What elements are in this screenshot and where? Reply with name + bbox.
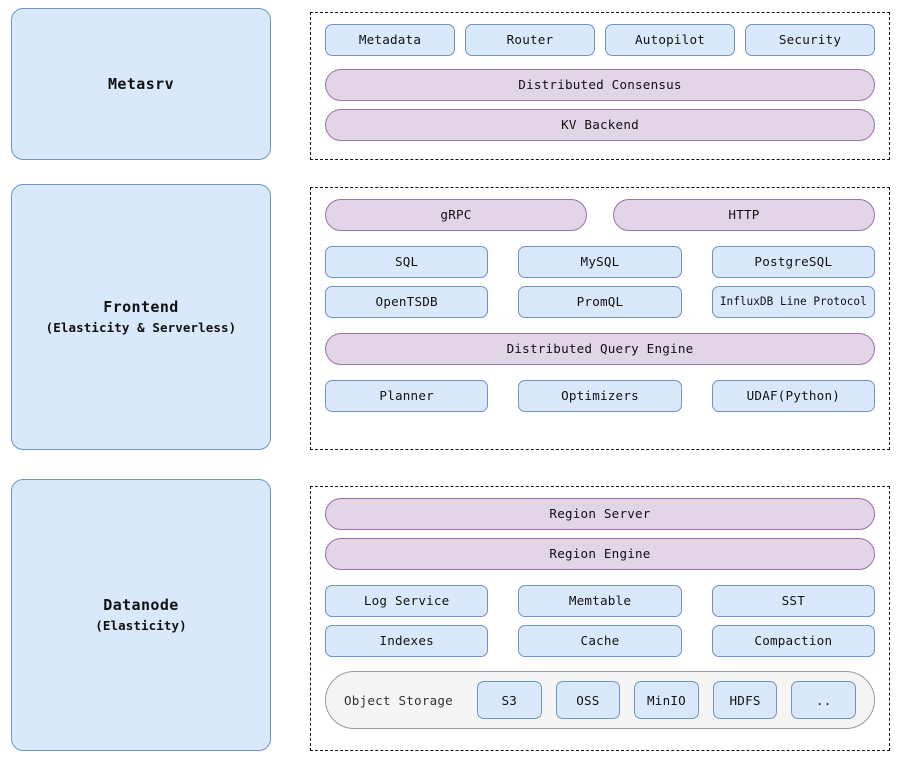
node-minio[interactable]: MinIO	[634, 681, 699, 719]
role-title-metasrv: Metasrv	[107, 74, 174, 93]
node-cache[interactable]: Cache	[518, 625, 682, 657]
node-metadata[interactable]: Metadata	[325, 24, 455, 56]
datanode-region-engine-row: Region Engine	[325, 538, 875, 570]
node-influxdb-line-protocol[interactable]: InfluxDB Line Protocol	[711, 286, 875, 318]
group-frontend: gRPC HTTP SQL MySQL PostgreSQL OpenTSDB …	[310, 187, 890, 450]
node-sql[interactable]: SQL	[325, 246, 489, 278]
object-storage-label: Object Storage	[344, 692, 453, 708]
role-box-datanode: Datanode (Elasticity)	[11, 479, 271, 751]
node-region-engine[interactable]: Region Engine	[325, 538, 875, 570]
node-compaction[interactable]: Compaction	[711, 625, 875, 657]
node-distributed-query-engine[interactable]: Distributed Query Engine	[325, 333, 875, 365]
frontend-interfaces-row-2: OpenTSDB PromQL InfluxDB Line Protocol	[325, 286, 875, 318]
node-grpc[interactable]: gRPC	[325, 199, 587, 231]
node-postgresql[interactable]: PostgreSQL	[711, 246, 875, 278]
metasrv-components-row: Metadata Router Autopilot Security	[325, 24, 875, 56]
node-kv-backend[interactable]: KV Backend	[325, 109, 875, 141]
group-datanode: Region Server Region Engine Log Service …	[310, 486, 890, 751]
node-security[interactable]: Security	[745, 24, 875, 56]
node-udaf-python[interactable]: UDAF(Python)	[711, 380, 875, 412]
node-router[interactable]: Router	[465, 24, 595, 56]
node-http[interactable]: HTTP	[613, 199, 875, 231]
node-autopilot[interactable]: Autopilot	[605, 24, 735, 56]
node-region-server[interactable]: Region Server	[325, 498, 875, 530]
object-storage-strip: Object Storage S3 OSS MinIO HDFS ..	[325, 671, 875, 729]
node-s3[interactable]: S3	[476, 681, 542, 719]
group-metasrv: Metadata Router Autopilot Security Distr…	[310, 12, 890, 160]
node-mysql[interactable]: MySQL	[518, 246, 682, 278]
frontend-query-engine-row: Distributed Query Engine	[325, 333, 875, 365]
node-promql[interactable]: PromQL	[518, 286, 682, 318]
frontend-protocols-row: gRPC HTTP	[325, 199, 875, 231]
role-title-frontend: Frontend	[103, 298, 179, 317]
datanode-storage-row-1: Log Service Memtable SST	[325, 585, 875, 617]
node-sst[interactable]: SST	[711, 585, 875, 617]
node-distributed-consensus[interactable]: Distributed Consensus	[325, 69, 875, 101]
metasrv-consensus-row: Distributed Consensus	[325, 69, 875, 101]
frontend-interfaces-row-1: SQL MySQL PostgreSQL	[325, 246, 875, 278]
role-subtitle-frontend: (Elasticity & Serverless)	[45, 319, 237, 335]
frontend-engine-parts-row: Planner Optimizers UDAF(Python)	[325, 380, 875, 412]
node-hdfs[interactable]: HDFS	[712, 681, 778, 719]
node-memtable[interactable]: Memtable	[518, 585, 682, 617]
node-optimizers[interactable]: Optimizers	[518, 380, 682, 412]
role-box-frontend: Frontend (Elasticity & Serverless)	[11, 184, 271, 450]
role-title-datanode: Datanode	[103, 596, 179, 615]
role-subtitle-datanode: (Elasticity)	[95, 617, 187, 633]
node-log-service[interactable]: Log Service	[325, 585, 489, 617]
node-planner[interactable]: Planner	[325, 380, 489, 412]
datanode-storage-row-2: Indexes Cache Compaction	[325, 625, 875, 657]
node-indexes[interactable]: Indexes	[325, 625, 489, 657]
node-opentsdb[interactable]: OpenTSDB	[325, 286, 489, 318]
role-box-metasrv: Metasrv	[11, 8, 271, 160]
node-oss[interactable]: OSS	[555, 681, 621, 719]
datanode-region-server-row: Region Server	[325, 498, 875, 530]
node-more[interactable]: ..	[791, 681, 856, 719]
metasrv-kv-row: KV Backend	[325, 109, 875, 141]
